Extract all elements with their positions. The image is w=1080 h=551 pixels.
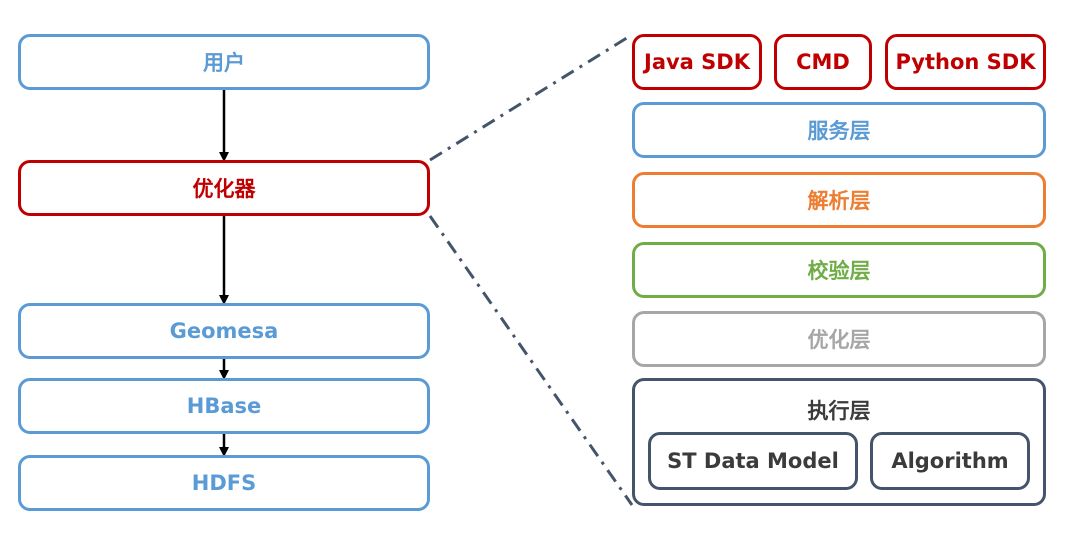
parse-layer-box: 解析层 bbox=[632, 172, 1046, 228]
algorithm-box: Algorithm bbox=[870, 432, 1030, 490]
cmd-box: CMD bbox=[774, 34, 872, 90]
geomesa-box: Geomesa bbox=[18, 303, 430, 359]
optimization-layer-box: 优化层 bbox=[632, 311, 1046, 367]
validation-layer-box: 校验层 bbox=[632, 242, 1046, 298]
hbase-box: HBase bbox=[18, 378, 430, 434]
hdfs-box: HDFS bbox=[18, 455, 430, 511]
service-layer-box: 服务层 bbox=[632, 102, 1046, 158]
zoom-line-top bbox=[429, 34, 631, 162]
java-sdk-box: Java SDK bbox=[632, 34, 762, 90]
execution-layer-label: 执行层 bbox=[807, 399, 871, 423]
user-box: 用户 bbox=[18, 34, 430, 90]
optimizer-box: 优化器 bbox=[18, 160, 430, 216]
zoom-line-bottom bbox=[428, 215, 634, 506]
python-sdk-box: Python SDK bbox=[885, 34, 1046, 90]
st-data-model-box: ST Data Model bbox=[648, 432, 858, 490]
